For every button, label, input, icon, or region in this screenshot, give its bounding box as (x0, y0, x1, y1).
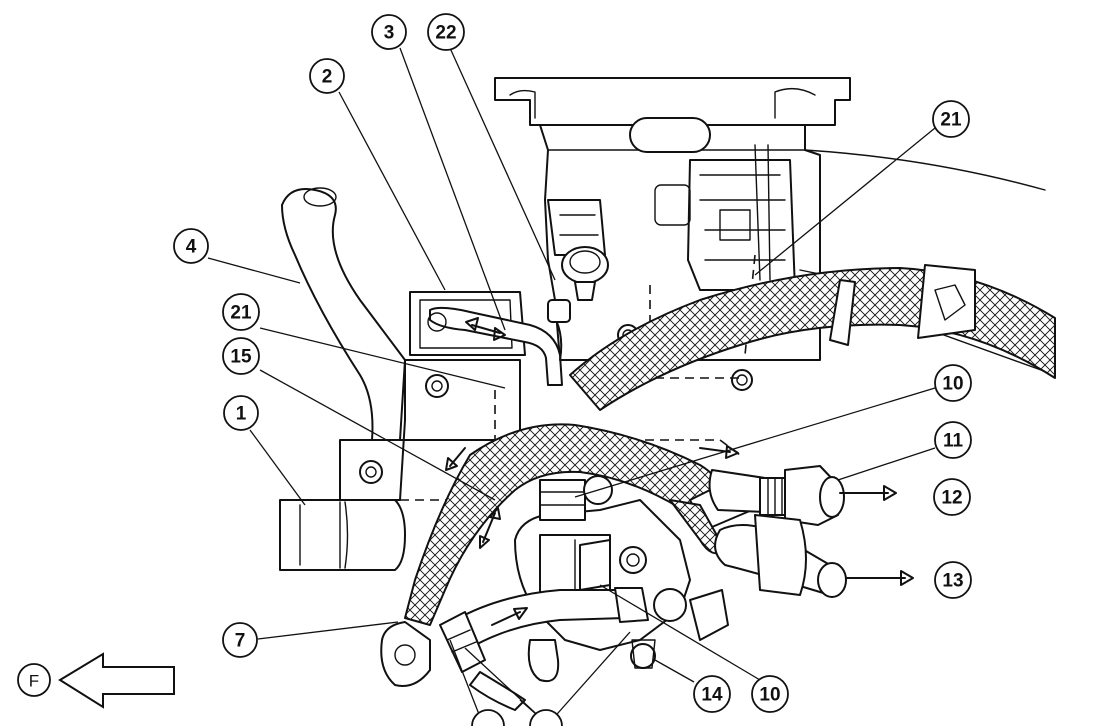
main-protector-hose (569, 264, 1056, 411)
callout-7-label: 7 (235, 631, 246, 652)
callout-14: 14 (693, 675, 731, 713)
callout-7: 7 (222, 622, 258, 658)
callout-15: 15 (222, 337, 260, 375)
callout-21-right: 21 (932, 100, 970, 138)
breather-pipe (281, 187, 406, 441)
front-label: F (29, 672, 39, 691)
callout-22: 22 (427, 13, 465, 51)
callout-2-label: 2 (322, 67, 333, 88)
callout-13-label: 13 (942, 571, 963, 592)
lower-hoses (380, 587, 649, 711)
callout-3: 3 (371, 14, 407, 50)
callout-21-left-label: 21 (230, 303, 252, 324)
callout-10-bottom-label: 10 (759, 685, 780, 706)
sensor-connector (279, 499, 406, 571)
callout-13: 13 (934, 561, 972, 599)
callout-12-label: 12 (941, 488, 962, 509)
callout-15-label: 15 (230, 347, 252, 368)
callout-11-label: 11 (943, 431, 964, 452)
callout-2: 2 (309, 58, 345, 94)
callout-4: 4 (173, 228, 209, 264)
callout-1-label: 1 (236, 404, 247, 425)
callout-10-right: 10 (934, 364, 972, 402)
callout-10-bottom: 10 (751, 675, 789, 713)
flow-arrows (445, 317, 914, 626)
callout-11: 11 (934, 421, 972, 459)
callout-22-label: 22 (435, 23, 456, 44)
front-direction-arrow-icon (58, 652, 175, 709)
callout-3-label: 3 (384, 23, 395, 44)
throttle-body (494, 77, 1056, 391)
callout-21-left: 21 (222, 293, 260, 331)
callout-1: 1 (223, 395, 259, 431)
callout-12: 12 (933, 478, 971, 516)
callout-21-right-label: 21 (940, 110, 962, 131)
callout-14-label: 14 (701, 685, 723, 706)
leader-lines (207, 47, 936, 723)
front-direction-indicator: F (17, 652, 175, 709)
callout-10-right-label: 10 (942, 374, 963, 395)
callout-4-label: 4 (186, 237, 197, 258)
outlet-fittings (708, 465, 847, 598)
callout-partial-bottom (471, 709, 563, 726)
